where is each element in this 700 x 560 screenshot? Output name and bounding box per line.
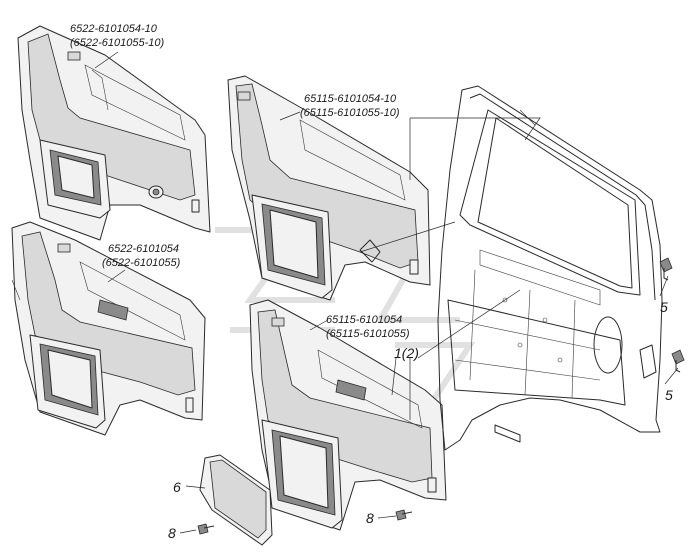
label-panel-d-line1: 65115-6101054 xyxy=(326,314,402,326)
clip-5-lower xyxy=(671,349,685,373)
label-panel-d-line2: (65115-6101055) xyxy=(326,328,410,340)
door-trim-panel-a xyxy=(17,25,211,241)
label-panel-b-line1: 65115-6101054-10 xyxy=(304,93,397,105)
label-panel-a-line2: (6522-6101055-10) xyxy=(70,37,165,49)
label-panel-c-line1: 6522-6101054 xyxy=(108,243,179,255)
clip-5-upper xyxy=(659,257,673,281)
leader-lines xyxy=(94,51,679,534)
label-item-6: 6 xyxy=(173,479,181,495)
label-item-5-lower: 5 xyxy=(665,387,673,403)
screw-8-right xyxy=(395,509,413,521)
label-panel-a-line1: 6522-6101054-10 xyxy=(70,23,158,35)
label-item-8-right: 8 xyxy=(366,510,374,526)
label-panel-b-line2: (65115-6101055-10) xyxy=(300,107,400,119)
label-item-5-upper: 5 xyxy=(660,299,668,315)
lower-trim-piece-6 xyxy=(199,454,273,546)
label-item-1: 1(2) xyxy=(394,345,419,361)
label-panel-c-line2: (6522-6101055) xyxy=(102,257,181,269)
screw-8-left xyxy=(197,523,215,535)
label-item-8-left: 8 xyxy=(168,525,176,541)
door-trim-panel-b xyxy=(227,75,431,301)
door-trim-panel-d xyxy=(249,299,447,531)
door-trim-panel-c xyxy=(11,221,206,436)
cab-door-frame xyxy=(437,85,663,451)
